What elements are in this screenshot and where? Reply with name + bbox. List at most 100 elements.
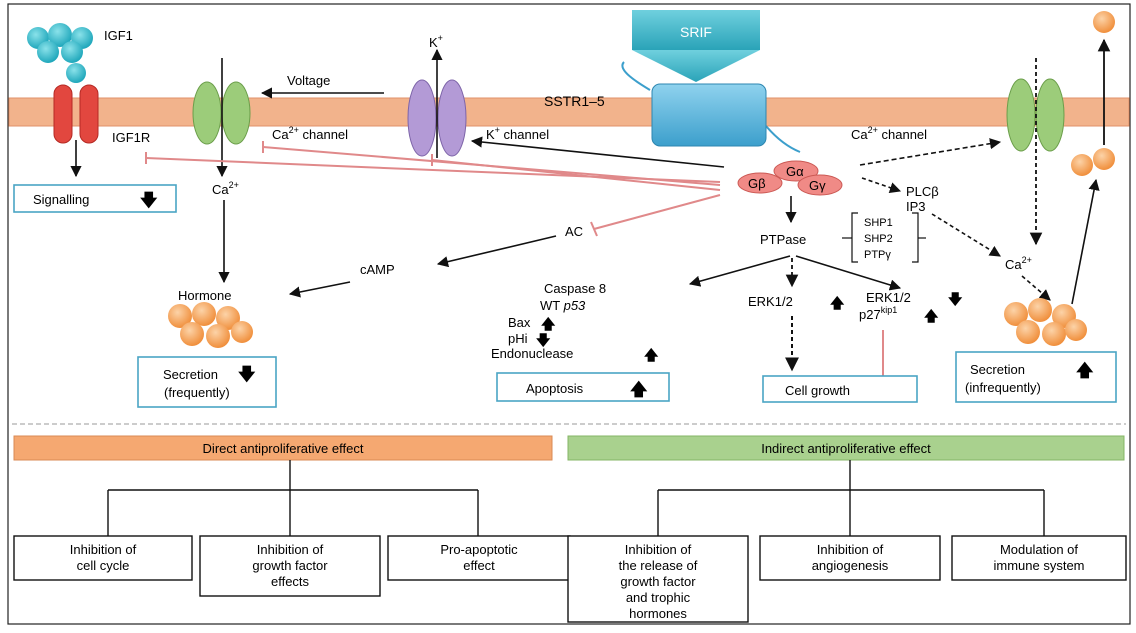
down-arrow-icon: 🡇 xyxy=(948,291,963,307)
sstr-receptor xyxy=(651,83,767,147)
direct-box-1-line: Inhibition of xyxy=(70,542,137,557)
down-arrow-icon: 🡇 xyxy=(140,191,158,210)
secretory-granules-left xyxy=(168,302,253,348)
direct-box-2-line: effects xyxy=(271,574,310,589)
up-arrow-icon: 🡅 xyxy=(830,295,845,311)
indirect-box-1-line: Inhibition of xyxy=(625,542,692,557)
srif-ligand xyxy=(632,10,760,82)
g-protein xyxy=(737,160,843,196)
up-arrow-icon: 🡅 xyxy=(924,308,939,324)
camp-to-hormone-arrow xyxy=(288,281,351,298)
shp2-label: SHP2 xyxy=(864,233,893,245)
g-beta-label: Gβ xyxy=(748,176,766,191)
indirect-box-1 xyxy=(567,535,749,623)
indirect-box-1-line: and trophic xyxy=(626,590,691,605)
up-arrow-icon: 🡅 xyxy=(541,316,556,332)
ca-channel-right-label: Ca2+ channel xyxy=(851,125,927,142)
indirect-box-1-line: hormones xyxy=(629,606,687,621)
direct-box-2-line: Inhibition of xyxy=(257,542,324,557)
sstr-label: SSTR1–5 xyxy=(544,93,605,109)
signalling-box xyxy=(13,184,177,213)
indirect-box-3-line: immune system xyxy=(993,558,1084,573)
erk-down-label: ERK1/2 xyxy=(866,290,911,305)
released-granules xyxy=(1071,11,1115,176)
igf1-label: IGF1 xyxy=(104,28,133,43)
up-arrow-icon: 🡅 xyxy=(630,380,648,399)
indirect-box-2 xyxy=(759,535,941,581)
secretion-infreq-label-2: (infrequently) xyxy=(965,380,1041,395)
secretion-infreq-label-1: Secretion xyxy=(970,362,1025,377)
indirect-box-2-line: Inhibition of xyxy=(817,542,884,557)
g-to-k-arrow xyxy=(470,136,725,168)
voltage-label: Voltage xyxy=(287,73,330,88)
direct-box-1-line: cell cycle xyxy=(77,558,130,573)
ca-to-secretion-arrow xyxy=(1021,275,1051,301)
ptpase-to-erk2-arrow xyxy=(795,255,902,291)
direct-effect-header xyxy=(13,435,553,461)
p27-label: p27kip1 xyxy=(859,305,897,322)
up-arrow-icon: 🡅 xyxy=(644,347,659,363)
secretion-frequent-box xyxy=(137,356,277,408)
indirect-box-3-line: Modulation of xyxy=(1000,542,1078,557)
receptor-tail-left xyxy=(621,61,651,91)
endonuclease-label: Endonuclease xyxy=(491,346,573,361)
g-alpha-label: Gα xyxy=(786,164,804,179)
apoptosis-box xyxy=(496,372,670,402)
direct-tree-lines xyxy=(107,460,479,536)
ca-channel-left-label: Ca2+ channel xyxy=(272,125,348,142)
up-arrow-icon: 🡅 xyxy=(1076,361,1094,380)
cell-growth-label: Cell growth xyxy=(785,383,850,398)
direct-box-3-line: effect xyxy=(463,558,495,573)
plcb-label: PLCβ xyxy=(906,184,939,199)
ip3-label: IP3 xyxy=(906,199,926,214)
direct-box-1 xyxy=(13,535,193,581)
k-channel-label: K+ channel xyxy=(486,125,549,142)
ca-right-label: Ca2+ xyxy=(1005,255,1032,272)
down-arrow-icon: 🡇 xyxy=(238,365,256,384)
exocytosis-arrow xyxy=(1071,178,1100,305)
secretory-granules-right xyxy=(1004,298,1087,346)
bax-label: Bax xyxy=(508,315,531,330)
caspase8-label: Caspase 8 xyxy=(544,281,606,296)
ip3-to-ca-arrow xyxy=(931,213,1001,257)
k-channel xyxy=(407,79,467,157)
indirect-box-1-line: growth factor xyxy=(620,574,696,589)
secretion-freq-label-2: (frequently) xyxy=(164,385,230,400)
phi-label: pHi xyxy=(508,331,528,346)
direct-box-2-line: growth factor xyxy=(252,558,328,573)
igf1-ligand xyxy=(27,23,93,83)
direct-box-2 xyxy=(199,535,381,597)
direct-effect-label: Direct antiproliferative effect xyxy=(203,441,364,456)
down-arrow-icon: 🡇 xyxy=(536,332,551,348)
signalling-label: Signalling xyxy=(33,192,89,207)
secretion-freq-label-1: Secretion xyxy=(163,367,218,382)
ptpg-label: PTPγ xyxy=(864,249,891,261)
indirect-box-2-line: angiogenesis xyxy=(812,558,889,573)
igf1r-receptor xyxy=(53,84,99,144)
ca-channel-left xyxy=(192,81,251,145)
ac-to-camp-arrow xyxy=(436,235,557,268)
srif-label: SRIF xyxy=(680,24,712,40)
apoptosis-label: Apoptosis xyxy=(526,381,584,396)
receptor-tail-right xyxy=(765,125,801,153)
ptpase-label: PTPase xyxy=(760,232,806,247)
secretion-infrequent-box xyxy=(955,351,1117,403)
camp-label: cAMP xyxy=(360,262,395,277)
indirect-effect-label: Indirect antiproliferative effect xyxy=(761,441,931,456)
indirect-box-1-line: the release of xyxy=(619,558,698,573)
igf1r-label: IGF1R xyxy=(112,130,150,145)
ptpase-to-apoptosis-arrow xyxy=(688,255,791,287)
shp1-label: SHP1 xyxy=(864,217,893,229)
direct-box-3-line: Pro-apoptotic xyxy=(440,542,518,557)
indirect-effect-header xyxy=(567,435,1125,461)
indirect-box-3 xyxy=(951,535,1127,581)
indirect-tree-lines xyxy=(657,460,1045,536)
ac-label: AC xyxy=(565,224,583,239)
inhibition-lines xyxy=(145,141,721,237)
g-gamma-label: Gγ xyxy=(809,178,826,193)
erk-up-label: ERK1/2 xyxy=(748,294,793,309)
